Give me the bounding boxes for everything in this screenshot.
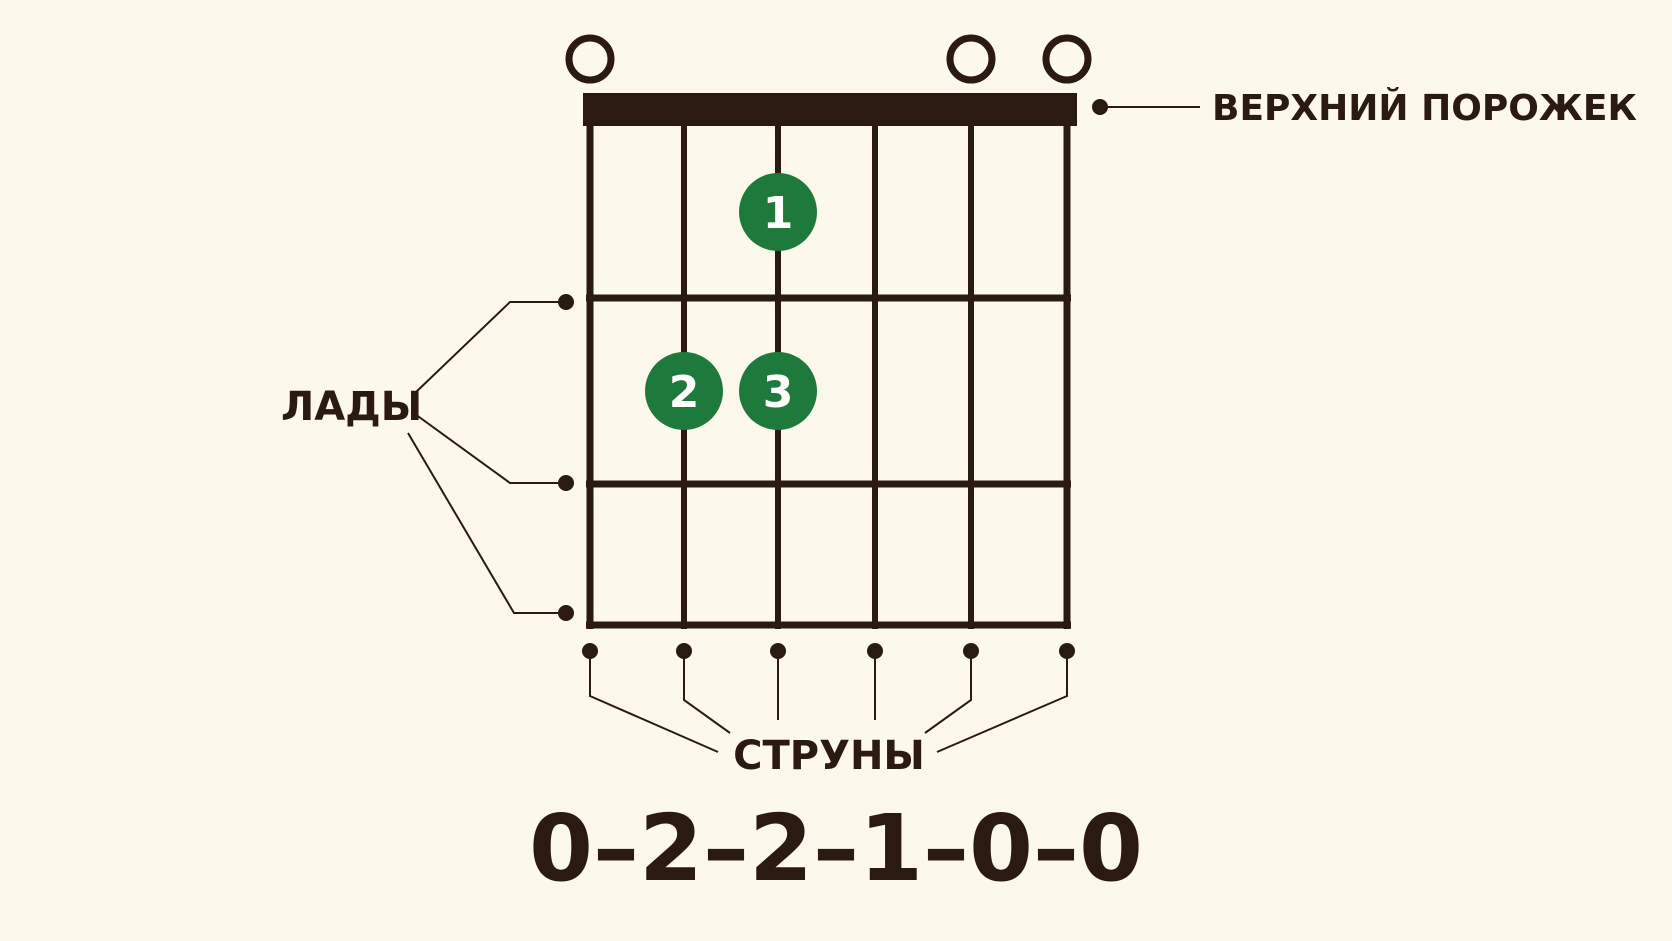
frets-callout-dots — [558, 294, 574, 621]
strings-label: СТРУНЫ — [733, 733, 925, 779]
frets-callout-line-2 — [414, 413, 566, 484]
open-string-circle — [946, 34, 996, 84]
strings-callout — [582, 643, 1075, 753]
open-string-circle — [1042, 34, 1092, 84]
nut-label: ВЕРХНИЙ ПОРОЖЕК — [1212, 87, 1637, 129]
finger-markers: 1 2 3 — [645, 173, 817, 430]
strings-callout-line — [683, 651, 731, 734]
finger-number: 3 — [763, 367, 794, 418]
nut-callout — [1092, 99, 1200, 115]
frets-callout-dot — [558, 475, 574, 491]
strings-callout-line — [924, 651, 972, 734]
chord-code: 0–2–2–1–0–0 — [529, 795, 1143, 902]
strings-callout-line — [589, 651, 719, 753]
frets-callout-line-3 — [407, 432, 566, 614]
finger-dot — [739, 352, 817, 430]
frets-callout-line-1 — [414, 301, 566, 394]
frets-callout-dot — [558, 294, 574, 310]
open-string-circle — [565, 34, 615, 84]
frets-callout — [407, 301, 566, 614]
open-string-markers — [565, 34, 1092, 84]
frets-callout-dot — [558, 605, 574, 621]
finger-number: 1 — [763, 188, 794, 239]
finger-number: 2 — [669, 367, 700, 418]
finger-dot — [645, 352, 723, 430]
nut-bar — [583, 93, 1077, 126]
finger-dot — [739, 173, 817, 251]
strings-callout-line — [936, 651, 1068, 753]
frets-label: ЛАДЫ — [281, 384, 422, 430]
